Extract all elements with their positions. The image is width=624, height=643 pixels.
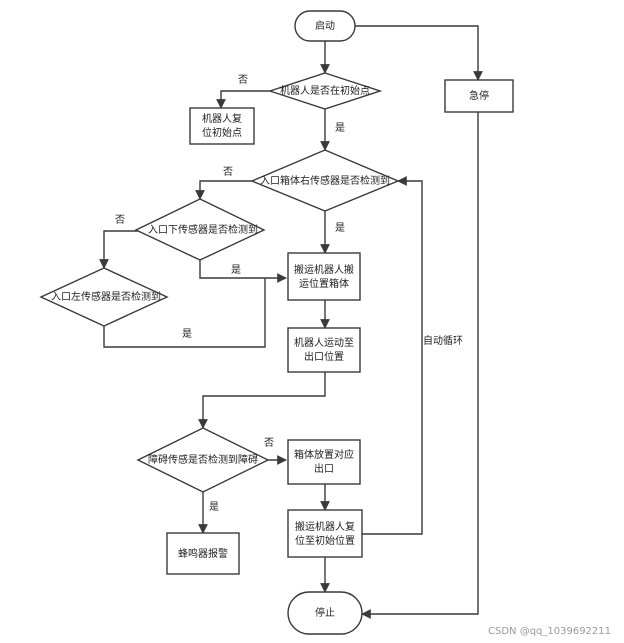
node-move-to-exit: 机器人运动至出口位置 <box>287 327 361 373</box>
node-move-to-exit-text: 机器人运动至出口位置 <box>294 336 354 363</box>
node-carry-box: 搬运机器人搬运位置箱体 <box>287 252 361 301</box>
edge-down-no-to-left <box>99 230 138 269</box>
node-carry-reset: 搬运机器人复位至初始位置 <box>287 509 363 558</box>
edge-down-yes-to-carry <box>199 260 287 283</box>
node-entry-down-sensor-text: 入口下传感器是否检测到 <box>148 223 258 236</box>
node-entry-right-sensor-text: 入口箱体右传感器是否检测到 <box>260 174 390 187</box>
node-text-line: 搬运机器人搬 <box>294 263 354 276</box>
node-emergency-stop: 急停 <box>444 79 514 113</box>
node-obstacle-sensor-decision: 障碍传感是否检测到障碍 <box>136 427 270 493</box>
watermark: CSDN @qq_1039692211 <box>488 626 611 637</box>
node-text-line: 机器人运动至 <box>294 336 354 349</box>
node-buzzer-alarm-text: 蜂鸣器报警 <box>178 547 228 560</box>
label-down-no: 否 <box>115 214 125 226</box>
node-obstacle-sensor-text: 障碍传感是否检测到障碍 <box>148 453 258 466</box>
edges <box>99 25 483 619</box>
edge-move-to-obstacle <box>198 372 326 429</box>
node-start-text: 启动 <box>315 19 335 32</box>
label-origin-no: 否 <box>238 74 248 86</box>
node-emergency-stop-text: 急停 <box>469 89 489 102</box>
edge-origin-no-to-reset <box>216 90 270 109</box>
node-text-line: 搬运机器人复 <box>295 520 355 533</box>
node-robot-at-origin-text: 机器人是否在初始点 <box>280 84 370 97</box>
label-auto-loop: 自动循环 <box>423 334 463 347</box>
label-origin-yes: 是 <box>335 122 345 134</box>
edge-loop-back <box>362 176 423 535</box>
node-robot-reset-origin-text: 机器人复位初始点 <box>202 112 242 139</box>
node-carry-reset-text: 搬运机器人复位至初始位置 <box>295 520 355 547</box>
node-stop: 停止 <box>287 591 363 635</box>
node-robot-reset-origin: 机器人复位初始点 <box>189 107 255 145</box>
node-stop-text: 停止 <box>315 606 335 619</box>
node-start: 启动 <box>294 10 356 42</box>
edge-left-yes-to-carry <box>103 278 266 348</box>
edge-right-no-to-down <box>195 180 262 200</box>
label-obstacle-no: 否 <box>264 437 274 449</box>
node-buzzer-alarm: 蜂鸣器报警 <box>166 532 240 575</box>
node-place-box: 箱体放置对应出口 <box>287 439 361 485</box>
label-right-no: 否 <box>223 166 233 178</box>
node-entry-left-sensor-decision: 入口左传感器是否检测到 <box>39 267 169 327</box>
node-carry-box-text: 搬运机器人搬运位置箱体 <box>294 263 354 290</box>
node-entry-right-sensor-decision: 入口箱体右传感器是否检测到 <box>250 149 400 212</box>
node-robot-at-origin-decision: 机器人是否在初始点 <box>267 72 383 110</box>
node-text-line: 位至初始位置 <box>295 534 355 547</box>
node-place-box-text: 箱体放置对应出口 <box>294 448 354 475</box>
node-text-line: 出口位置 <box>304 350 344 363</box>
node-text-line: 位初始点 <box>202 126 242 139</box>
edge-labels: 否 是 否 是 否 是 是 自动循环 否 是 <box>115 74 463 513</box>
node-text-line: 蜂鸣器报警 <box>178 547 228 560</box>
node-text-line: 急停 <box>469 89 489 102</box>
label-right-yes: 是 <box>335 222 345 234</box>
edge-start-to-emergency <box>355 25 483 81</box>
edge-emergency-to-stop <box>361 112 479 619</box>
node-entry-down-sensor-decision: 入口下传感器是否检测到 <box>134 198 266 261</box>
node-text-line: 机器人复 <box>202 112 242 125</box>
node-text-line: 出口 <box>314 462 334 475</box>
node-text-line: 运位置箱体 <box>299 277 349 290</box>
label-left-yes: 是 <box>182 328 192 340</box>
node-text-line: 箱体放置对应 <box>294 448 354 461</box>
node-entry-left-sensor-text: 入口左传感器是否检测到 <box>51 290 161 303</box>
label-down-yes: 是 <box>231 264 241 276</box>
label-obstacle-yes: 是 <box>209 501 219 513</box>
